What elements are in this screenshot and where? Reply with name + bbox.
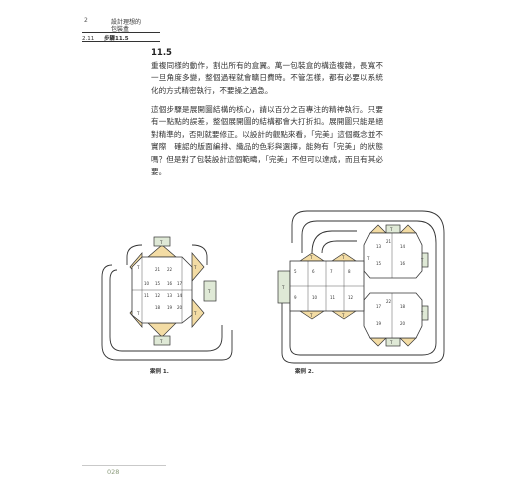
fig2-num-7: 7 bbox=[330, 269, 333, 274]
fig2-num-14: 14 bbox=[400, 244, 406, 249]
fig2-num-13: 13 bbox=[376, 244, 382, 249]
fig2-label-t7: T bbox=[341, 255, 345, 260]
header-rule bbox=[82, 32, 160, 33]
fig1-num-13: 13 bbox=[167, 293, 173, 298]
fig2-num-6: 6 bbox=[312, 269, 315, 274]
fig1-num-11: 11 bbox=[144, 293, 150, 298]
fig1-label-t6: T bbox=[136, 311, 140, 316]
fig2-label-t5: T bbox=[420, 311, 424, 316]
dieline-figure-1: T T T T T T T 10 11 12 13 14 15 16 17 18… bbox=[101, 236, 233, 361]
chapter-title-line2: 包裝盒 bbox=[111, 26, 130, 33]
fig1-label-t2: T bbox=[159, 339, 163, 344]
fig2-num-5: 5 bbox=[294, 269, 297, 274]
fig2-num-16: 16 bbox=[400, 261, 406, 266]
figure-1-caption: 案例 1. bbox=[150, 369, 169, 375]
chapter-title-line1: 設計理想的 bbox=[111, 19, 142, 26]
fig1-label-t3: T bbox=[207, 289, 211, 294]
fig2-num-17: 17 bbox=[376, 304, 382, 309]
fig2-label-t1: T bbox=[281, 285, 285, 290]
fig2-num-21: 21 bbox=[386, 239, 392, 244]
fig2-label-t3: T bbox=[389, 340, 393, 345]
fig1-num-10: 10 bbox=[144, 281, 150, 286]
fig2-num-12: 12 bbox=[348, 295, 354, 300]
fig1-label-t1: T bbox=[159, 240, 163, 245]
fig2-label-t4: T bbox=[420, 258, 424, 263]
fig1-num-12: 12 bbox=[155, 293, 161, 298]
fig1-label-t5: T bbox=[193, 265, 197, 270]
fig2-label-t6: T bbox=[309, 255, 313, 260]
fig2-num-15: 15 bbox=[376, 261, 382, 266]
fig1-num-18: 18 bbox=[155, 305, 161, 310]
fig2-num-20: 20 bbox=[400, 321, 406, 326]
section-reference: 2.11 步驟11.5 bbox=[82, 34, 129, 42]
figure-2-caption: 案例 2. bbox=[295, 369, 314, 375]
header-rule-2 bbox=[82, 41, 160, 42]
fig1-num-21: 21 bbox=[155, 267, 161, 272]
fig1-num-19: 19 bbox=[167, 305, 173, 310]
fig2-num-18: 18 bbox=[400, 304, 406, 309]
section-title: 11.5 bbox=[151, 48, 172, 58]
fig2-num-8: 8 bbox=[348, 269, 351, 274]
fig1-num-15: 15 bbox=[155, 281, 161, 286]
fig1-num-14: 14 bbox=[177, 293, 183, 298]
fig2-label-t10: T bbox=[366, 256, 370, 261]
section-step-label: 步驟11.5 bbox=[104, 36, 129, 42]
fig2-num-10: 10 bbox=[312, 295, 318, 300]
fig1-label-t4: T bbox=[136, 265, 140, 270]
paragraph-1: 重複同樣的動作，割出所有的盒翼。萬一包裝盒的構造複雜，長寬不一旦角度多變，整個過… bbox=[151, 61, 383, 95]
fig1-num-20: 20 bbox=[177, 305, 183, 310]
fig2-num-22: 22 bbox=[386, 299, 392, 304]
fig2-label-t2: T bbox=[389, 227, 393, 232]
fig2-label-t8: T bbox=[309, 313, 313, 318]
section-number: 2.11 bbox=[82, 36, 95, 42]
dieline-figure-2: T T T T T T T T T T 5 6 7 8 9 10 11 12 1… bbox=[277, 210, 445, 364]
paragraph-2: 這個步驟是展開圖結構的核心，請以百分之百專注的精神執行。只要有一點點的誤差，整個… bbox=[151, 105, 383, 177]
fig1-num-17: 17 bbox=[177, 281, 183, 286]
fig2-num-11: 11 bbox=[330, 295, 336, 300]
fig1-label-t7: T bbox=[193, 311, 197, 316]
fig1-num-22: 22 bbox=[167, 267, 173, 272]
fig1-num-16: 16 bbox=[167, 281, 173, 286]
fig2-num-9: 9 bbox=[294, 295, 297, 300]
fig2-num-19: 19 bbox=[376, 321, 382, 326]
footer-rule bbox=[82, 465, 166, 466]
fig2-label-t9: T bbox=[341, 313, 345, 318]
chapter-number: 2 bbox=[84, 17, 88, 24]
page-number: 028 bbox=[107, 468, 120, 476]
